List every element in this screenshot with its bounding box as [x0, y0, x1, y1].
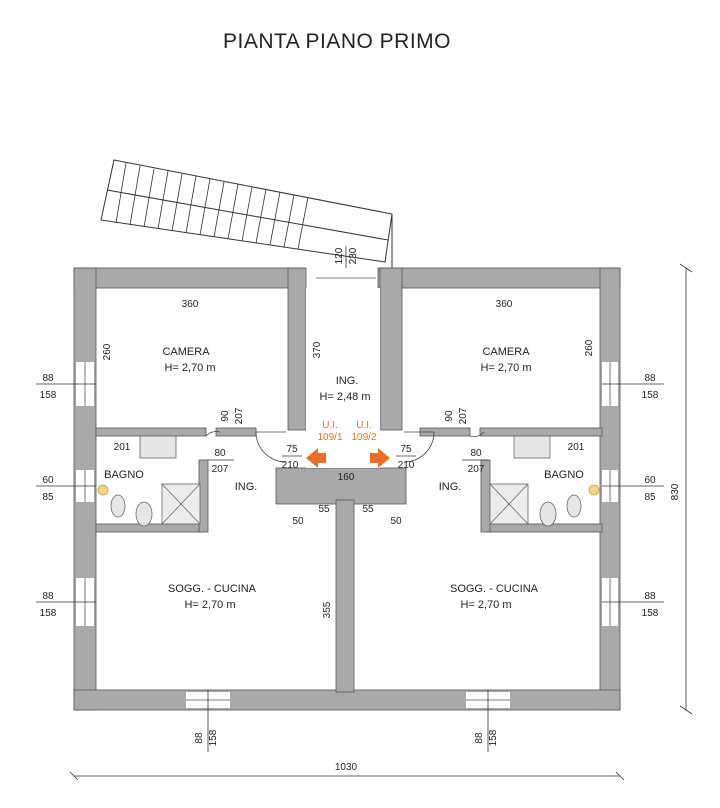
dim-260-right: 260 — [584, 339, 595, 356]
room-ing-right: ING. — [439, 481, 462, 493]
dim-total-height: 830 — [670, 483, 681, 500]
unit-labels: U.I. 109/1 U.I. 109/2 — [317, 420, 376, 443]
dim-201-left: 201 — [114, 442, 131, 453]
plan-title: PIANTA PIANO PRIMO — [223, 30, 451, 53]
entry-arrows — [306, 448, 390, 468]
dim-210-left: 210 — [282, 460, 299, 471]
dim-55-right: 55 — [362, 504, 374, 515]
arrow-left-icon — [306, 448, 326, 468]
dim-50-left: 50 — [292, 516, 304, 527]
dim-75-left: 75 — [286, 444, 298, 455]
sink-right-icon — [513, 435, 551, 459]
bot-88-right: 88 — [474, 732, 485, 744]
win-88-right-2: 88 — [644, 591, 656, 602]
boiler-right-icon — [588, 484, 600, 496]
room-ing-center: ING. — [336, 375, 359, 387]
doors — [205, 431, 485, 463]
win-88-right-1: 88 — [644, 373, 656, 384]
win-88-left-1: 88 — [42, 373, 54, 384]
win-85-right: 85 — [644, 492, 656, 503]
staircase — [100, 159, 393, 268]
unit-1-number: 109/1 — [317, 432, 342, 443]
room-labels: CAMERA H= 2,70 m CAMERA H= 2,70 m ING. H… — [104, 346, 584, 611]
room-sogg-left-height: H= 2,70 m — [184, 599, 235, 611]
room-camera-left: CAMERA — [162, 346, 210, 358]
unit-2-label: U.I. — [356, 420, 372, 431]
dim-55-left: 55 — [318, 504, 330, 515]
dim-120: 120 — [334, 247, 345, 264]
dim-75-right: 75 — [400, 444, 412, 455]
win-88-left-2: 88 — [42, 591, 54, 602]
room-camera-left-height: H= 2,70 m — [164, 362, 215, 374]
dim-360-left: 360 — [182, 299, 199, 310]
dim-207-left: 207 — [234, 407, 245, 424]
room-sogg-right-height: H= 2,70 m — [460, 599, 511, 611]
win-158-left-1: 158 — [40, 390, 57, 401]
dim-230: 230 — [348, 247, 359, 264]
openings — [76, 268, 618, 708]
dim-207b-right: 207 — [468, 464, 485, 475]
win-60-right: 60 — [644, 475, 656, 486]
fixtures — [97, 435, 600, 527]
win-158-right-2: 158 — [642, 608, 659, 619]
win-60-left: 60 — [42, 475, 54, 486]
room-sogg-left: SOGG. - CUCINA — [168, 583, 257, 595]
dim-90-left: 90 — [220, 410, 231, 422]
dim-355: 355 — [322, 601, 333, 618]
room-sogg-right: SOGG. - CUCINA — [450, 583, 539, 595]
dim-360-right: 360 — [496, 299, 513, 310]
toilet-left-icon — [135, 501, 153, 527]
dim-370: 370 — [312, 341, 323, 358]
bidet-right-icon — [566, 494, 582, 518]
win-158-left-2: 158 — [40, 608, 57, 619]
dimension-labels: 360 360 260 260 370 120 230 90 207 90 20… — [40, 247, 681, 773]
dim-160: 160 — [338, 472, 355, 483]
arrow-right-icon — [370, 448, 390, 468]
room-ing-center-height: H= 2,48 m — [319, 391, 370, 403]
bot-88-left: 88 — [194, 732, 205, 744]
unit-2-number: 109/2 — [351, 432, 376, 443]
room-camera-right-height: H= 2,70 m — [480, 362, 531, 374]
dim-80-left: 80 — [214, 448, 226, 459]
win-85-left: 85 — [42, 492, 54, 503]
dim-total-width: 1030 — [335, 762, 358, 773]
dim-207-right: 207 — [458, 407, 469, 424]
dimension-lines — [36, 246, 693, 781]
bot-158-left: 158 — [208, 729, 219, 746]
boiler-left-icon — [97, 484, 109, 496]
dim-80-right: 80 — [470, 448, 482, 459]
bidet-left-icon — [110, 494, 126, 518]
room-bagno-left: BAGNO — [104, 469, 144, 481]
dim-90-right: 90 — [444, 410, 455, 422]
room-ing-left: ING. — [235, 481, 258, 493]
dim-207b-left: 207 — [212, 464, 229, 475]
dim-210-right: 210 — [398, 460, 415, 471]
room-camera-right: CAMERA — [482, 346, 530, 358]
dim-201-right: 201 — [568, 442, 585, 453]
win-158-right-1: 158 — [642, 390, 659, 401]
sink-left-icon — [139, 435, 177, 459]
room-bagno-right: BAGNO — [544, 469, 584, 481]
dim-260-left: 260 — [102, 343, 113, 360]
unit-1-label: U.I. — [322, 420, 338, 431]
bot-158-right: 158 — [488, 729, 499, 746]
dim-50-right: 50 — [390, 516, 402, 527]
toilet-right-icon — [539, 501, 557, 527]
